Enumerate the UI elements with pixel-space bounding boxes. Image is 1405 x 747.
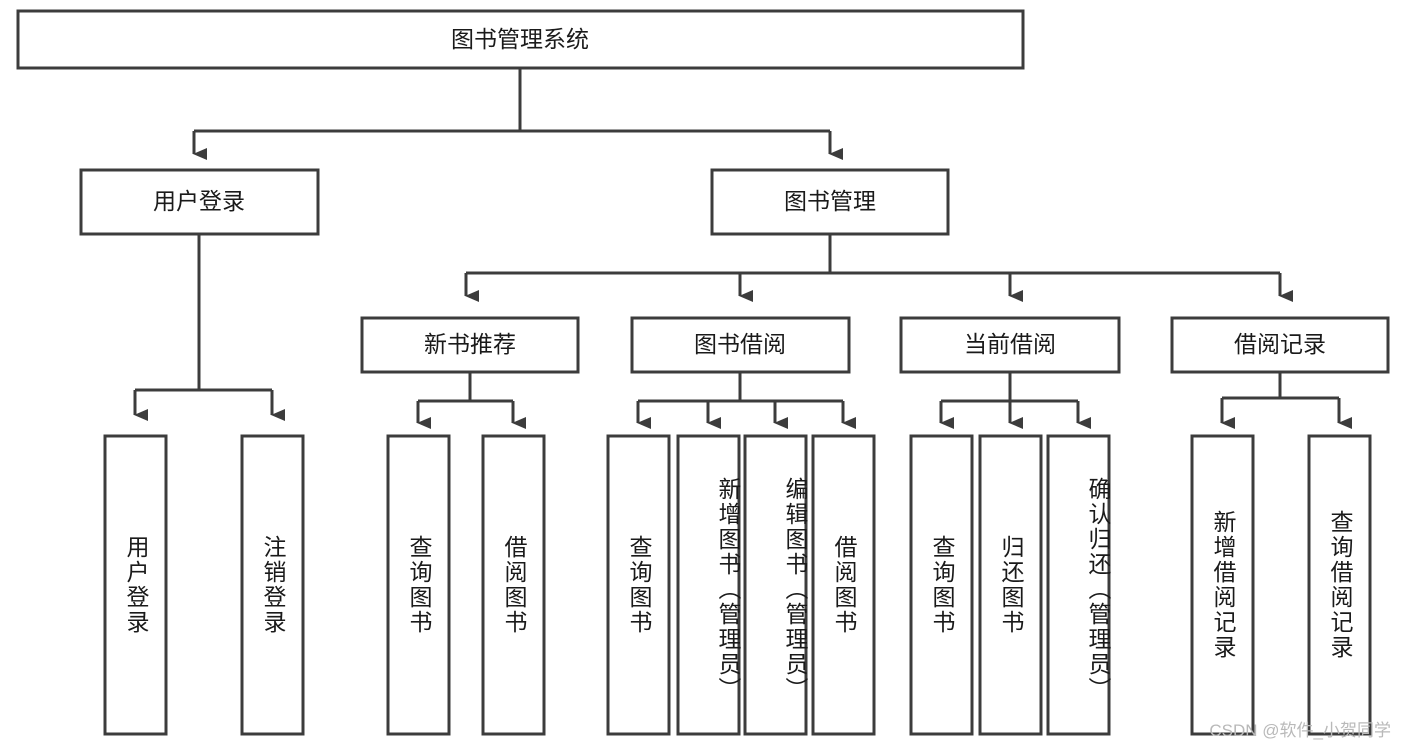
node-book-borrow[interactable] [630,316,851,374]
node-root[interactable] [16,9,1025,70]
leaf-add-borrow-record[interactable] [1190,434,1255,736]
leaf-logout[interactable] [240,434,305,736]
leaf-edit-book-admin-label: 编辑图书（管理员） [782,476,808,702]
leaf-edit-book-admin[interactable] [743,434,808,736]
node-new-book-recommend-label: 新书推荐 [424,331,516,357]
leaf-confirm-return-admin[interactable] [1046,434,1111,736]
leaf-query-borrow-record-label: 查询借阅记录 [1327,510,1353,660]
node-user-login-label: 用户登录 [153,188,245,214]
leaf-query-book-current[interactable] [909,434,974,736]
node-current-borrow[interactable] [899,316,1121,374]
edge-userlogin-to-leaves [133,234,285,421]
node-book-management-label: 图书管理 [784,188,876,214]
edge-root-to-level1 [192,69,843,160]
node-borrow-record[interactable] [1170,316,1390,374]
leaf-return-book-label: 归还图书 [998,535,1024,635]
leaf-logout-label: 注销登录 [260,535,286,635]
leaf-borrow-book-newbook-label: 借阅图书 [501,535,527,635]
leaf-borrow-book[interactable] [811,434,876,736]
leaf-query-book-newbook[interactable] [386,434,451,736]
node-current-borrow-label: 当前借阅 [964,331,1056,357]
edge-borrowrecord-to-leaves [1220,372,1352,429]
leaf-query-borrow-record[interactable] [1307,434,1372,736]
leaf-add-book-admin[interactable] [676,434,741,736]
leaf-query-book-newbook-label: 查询图书 [406,535,432,635]
leaf-add-book-admin-label: 新增图书（管理员） [715,476,741,702]
leaf-query-book-borrow-label: 查询图书 [626,535,652,635]
edge-currentborrow-to-leaves [939,372,1091,429]
leaf-borrow-book-label: 借阅图书 [831,535,857,635]
node-book-management[interactable] [710,168,950,236]
leaf-add-borrow-record-label: 新增借阅记录 [1210,510,1236,660]
node-root-label: 图书管理系统 [451,26,589,52]
leaf-return-book[interactable] [978,434,1043,736]
leaf-query-book-current-label: 查询图书 [929,535,955,635]
leaf-borrow-book-newbook[interactable] [481,434,546,736]
leaf-confirm-return-admin-label: 确认归还（管理员） [1085,476,1111,702]
node-new-book-recommend[interactable] [360,316,580,374]
edge-bookmgmt-to-level2 [464,234,1293,302]
node-user-login[interactable] [79,168,320,236]
leaf-user-login[interactable] [103,434,168,736]
leaf-query-book-borrow[interactable] [606,434,671,736]
node-book-borrow-label: 图书借阅 [694,331,786,357]
leaf-user-login-label: 用户登录 [123,535,149,635]
watermark-text: CSDN @软件_小贺同学 [1209,721,1391,740]
node-borrow-record-label: 借阅记录 [1234,331,1326,357]
edge-newbook-to-leaves [416,372,526,429]
edge-bookborrow-to-leaves [636,372,856,429]
